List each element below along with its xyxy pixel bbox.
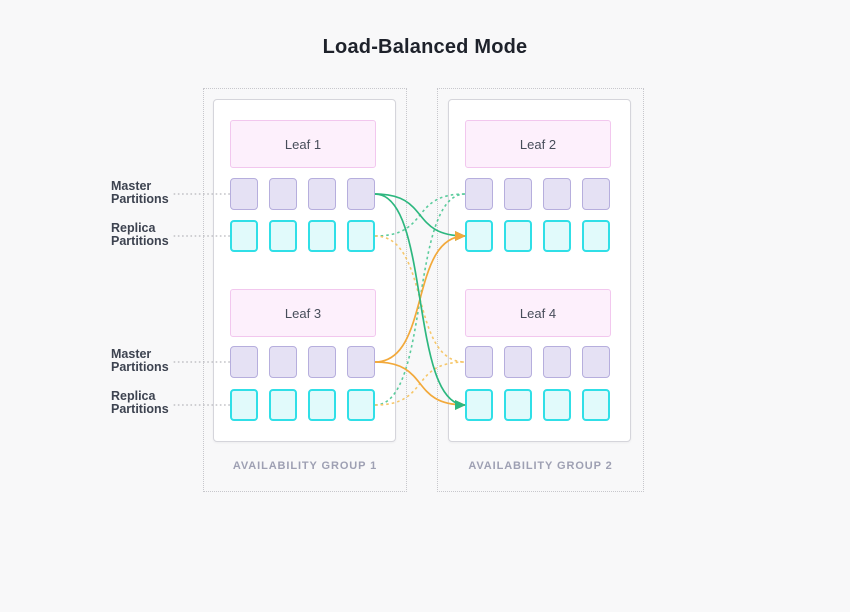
replica-partition-row xyxy=(230,220,375,252)
replica-partition-square xyxy=(230,220,258,252)
master-partition-square xyxy=(465,178,493,210)
master-partition-square xyxy=(269,346,297,378)
replica-partition-square xyxy=(504,389,532,421)
leaf-card-group-2: Leaf 2 Leaf 4 xyxy=(448,99,631,442)
master-partition-square xyxy=(308,346,336,378)
master-partition-row xyxy=(230,346,375,378)
replica-partition-square xyxy=(269,389,297,421)
availability-group-2-caption: AVAILABILITY GROUP 2 xyxy=(468,460,613,472)
leaf-header: Leaf 2 xyxy=(465,120,611,168)
master-partition-square xyxy=(230,346,258,378)
replica-partition-square xyxy=(582,389,610,421)
replica-partition-square xyxy=(347,389,375,421)
replica-partition-square xyxy=(543,389,571,421)
leaf-header: Leaf 1 xyxy=(230,120,376,168)
leaf-name: Leaf 2 xyxy=(519,136,557,152)
leaf-name: Leaf 1 xyxy=(284,136,322,152)
replica-partitions-label: Replica Partitions xyxy=(111,221,169,248)
replica-partition-row xyxy=(465,389,610,421)
replica-partition-square xyxy=(308,389,336,421)
diagram-title: Load-Balanced Mode xyxy=(322,36,528,58)
leaf-header: Leaf 3 xyxy=(230,289,376,337)
master-partition-square xyxy=(504,178,532,210)
replica-partition-square xyxy=(543,220,571,252)
master-partition-square xyxy=(465,346,493,378)
availability-group-2-box: Leaf 2 Leaf 4 AVAILABILITY GROUP 2 xyxy=(437,88,644,492)
leaf-card-group-1: Leaf 1 Leaf 3 xyxy=(213,99,396,442)
replica-partition-square xyxy=(230,389,258,421)
replica-partition-square xyxy=(308,220,336,252)
replica-partitions-label: Replica Partitions xyxy=(111,389,169,416)
master-partition-square xyxy=(269,178,297,210)
master-partition-square xyxy=(504,346,532,378)
replica-partition-square xyxy=(504,220,532,252)
master-partition-square xyxy=(347,346,375,378)
leaf-name: Leaf 4 xyxy=(519,305,557,321)
master-partitions-label: Master Partitions xyxy=(111,179,169,206)
master-partitions-label: Master Partitions xyxy=(111,347,169,374)
leaf-header: Leaf 4 xyxy=(465,289,611,337)
master-partition-square xyxy=(582,346,610,378)
leaf-name: Leaf 3 xyxy=(284,305,322,321)
availability-group-1-caption: AVAILABILITY GROUP 1 xyxy=(232,460,378,472)
master-partition-square xyxy=(308,178,336,210)
replica-partition-square xyxy=(465,389,493,421)
master-partition-row xyxy=(465,346,610,378)
replica-partition-row xyxy=(230,389,375,421)
replica-partition-square xyxy=(582,220,610,252)
availability-group-1-box: Leaf 1 Leaf 3 AVAILABILITY GROUP 1 xyxy=(203,88,407,492)
replica-partition-square xyxy=(465,220,493,252)
master-partition-square xyxy=(543,178,571,210)
replica-partition-square xyxy=(347,220,375,252)
master-partition-square xyxy=(347,178,375,210)
master-partition-row xyxy=(230,178,375,210)
replica-partition-square xyxy=(269,220,297,252)
master-partition-square xyxy=(543,346,571,378)
master-partition-square xyxy=(230,178,258,210)
master-partition-square xyxy=(582,178,610,210)
master-partition-row xyxy=(465,178,610,210)
replica-partition-row xyxy=(465,220,610,252)
